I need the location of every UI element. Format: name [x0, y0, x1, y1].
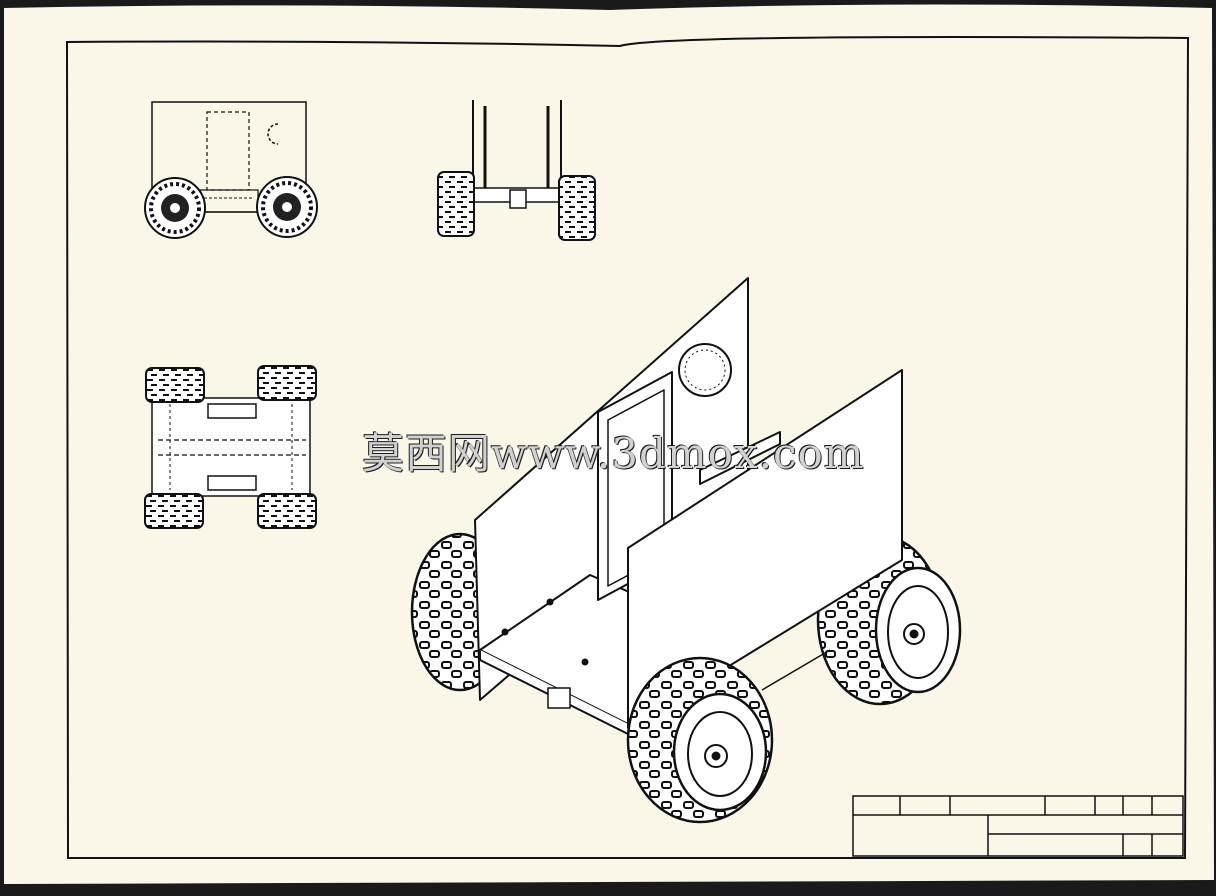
side-wheel-left	[437, 171, 475, 237]
side-wheel-right	[558, 175, 596, 241]
top-wheel-rr	[257, 493, 317, 529]
iso-panel-hole	[678, 343, 732, 397]
front-view	[144, 101, 318, 239]
drawing-border	[65, 36, 1190, 859]
iso-front-panel	[627, 369, 903, 729]
iso-rail	[699, 431, 781, 485]
top-wheel-rl	[144, 493, 204, 529]
iso-wheel-front	[626, 656, 774, 824]
title-block	[852, 795, 1184, 857]
isometric-view	[410, 277, 962, 824]
top-wheel-fr	[257, 365, 317, 401]
front-wheel-right	[256, 176, 318, 238]
side-view	[437, 100, 596, 241]
top-wheel-fl	[145, 367, 205, 403]
front-wheel-left	[144, 177, 206, 239]
watermark-text: 莫西网www.3dmox.com	[362, 429, 865, 478]
top-view	[144, 365, 317, 529]
